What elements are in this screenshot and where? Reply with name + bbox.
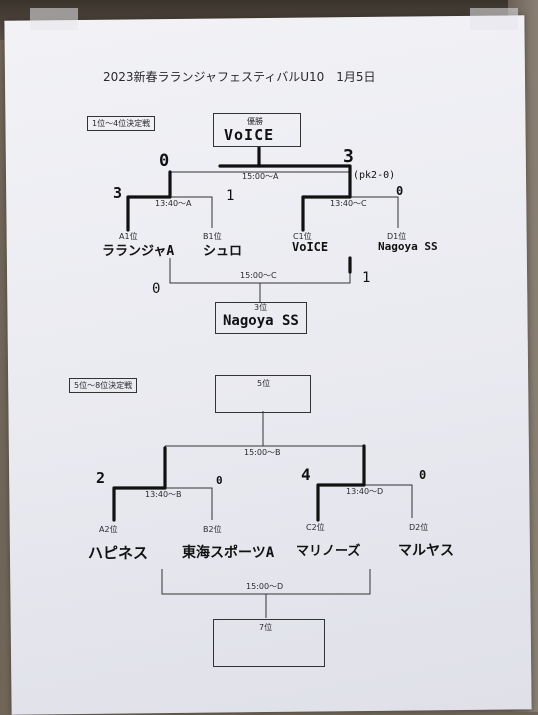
a2-seed: A2位 bbox=[99, 525, 118, 534]
lower-semi-right-score-left: 4 bbox=[301, 465, 311, 484]
third-place-team: Nagoya SS bbox=[223, 313, 299, 329]
d1-team: Nagoya SS bbox=[378, 240, 438, 253]
c1-team: VoICE bbox=[292, 240, 329, 254]
final-pk-note: (pk2-0) bbox=[353, 170, 396, 181]
a1-team: ラランジャA bbox=[102, 244, 175, 259]
lower-semi-left-time: 13:40～B bbox=[145, 490, 182, 499]
lower-semi-right-time: 13:40～D bbox=[346, 487, 384, 496]
b2-seed: B2位 bbox=[203, 525, 222, 534]
semi-left-score-left: 3 bbox=[113, 184, 123, 202]
third-score-right: 1 bbox=[362, 270, 371, 286]
lower-section-label: 5位～8位決定戦 bbox=[69, 378, 138, 393]
third-time: 15:00～C bbox=[240, 271, 277, 280]
fifth-time: 15:00～B bbox=[244, 448, 281, 457]
b1-team: シュロ bbox=[203, 244, 243, 259]
b2-team: 東海スポーツA bbox=[182, 545, 275, 561]
champion-team: VoICE bbox=[224, 126, 275, 144]
a1-seed: A1位 bbox=[119, 232, 138, 241]
seventh-place-label: 7位 bbox=[259, 623, 273, 632]
seventh-place-box bbox=[213, 619, 325, 667]
semi-right-score-right: 0 bbox=[396, 184, 404, 198]
fifth-place-label: 5位 bbox=[257, 379, 271, 388]
c1-seed: C1位 bbox=[293, 232, 312, 241]
lower-semi-right-score-right: 0 bbox=[419, 468, 427, 482]
final-score-left: 0 bbox=[159, 151, 170, 171]
tape-left bbox=[30, 8, 78, 30]
upper-section-label: 1位～4位決定戦 bbox=[87, 116, 156, 131]
c2-seed: C2位 bbox=[306, 523, 325, 532]
a2-team: ハピネス bbox=[88, 544, 149, 562]
final-score-right: 3 bbox=[343, 146, 354, 167]
winner-path-laranja-marker bbox=[126, 170, 172, 232]
semi-left-score-right: 1 bbox=[226, 188, 235, 204]
b1-seed: B1位 bbox=[203, 232, 222, 241]
semi-left-time: 13:40～A bbox=[155, 199, 192, 208]
lower-semi-left-score-left: 2 bbox=[96, 469, 106, 487]
d2-team: マルヤス bbox=[398, 543, 454, 559]
fifth-place-box bbox=[215, 375, 311, 413]
page-title: 2023新春ラランジャフェスティバルU10 1月5日 bbox=[103, 70, 376, 84]
third-place-box bbox=[215, 302, 307, 334]
winner-path-marinoes-marker bbox=[316, 444, 366, 522]
third-place-label: 3位 bbox=[254, 303, 268, 312]
champion-label: 優勝 bbox=[247, 117, 263, 126]
d2-seed: D2位 bbox=[409, 523, 429, 532]
tape-right bbox=[470, 8, 518, 30]
champion-box bbox=[213, 113, 301, 147]
winner-path-happiness-marker bbox=[112, 446, 167, 522]
lower-semi-left-score-right: 0 bbox=[216, 474, 223, 487]
third-score-left: 0 bbox=[152, 281, 161, 297]
semi-right-time: 13:40～C bbox=[330, 199, 367, 208]
c2-team: マリノーズ bbox=[296, 544, 361, 559]
d1-seed: D1位 bbox=[387, 232, 407, 241]
final-time: 15:00～A bbox=[242, 172, 279, 181]
seventh-time: 15:00～D bbox=[246, 582, 284, 591]
winner-path-voice-marker bbox=[257, 146, 352, 232]
